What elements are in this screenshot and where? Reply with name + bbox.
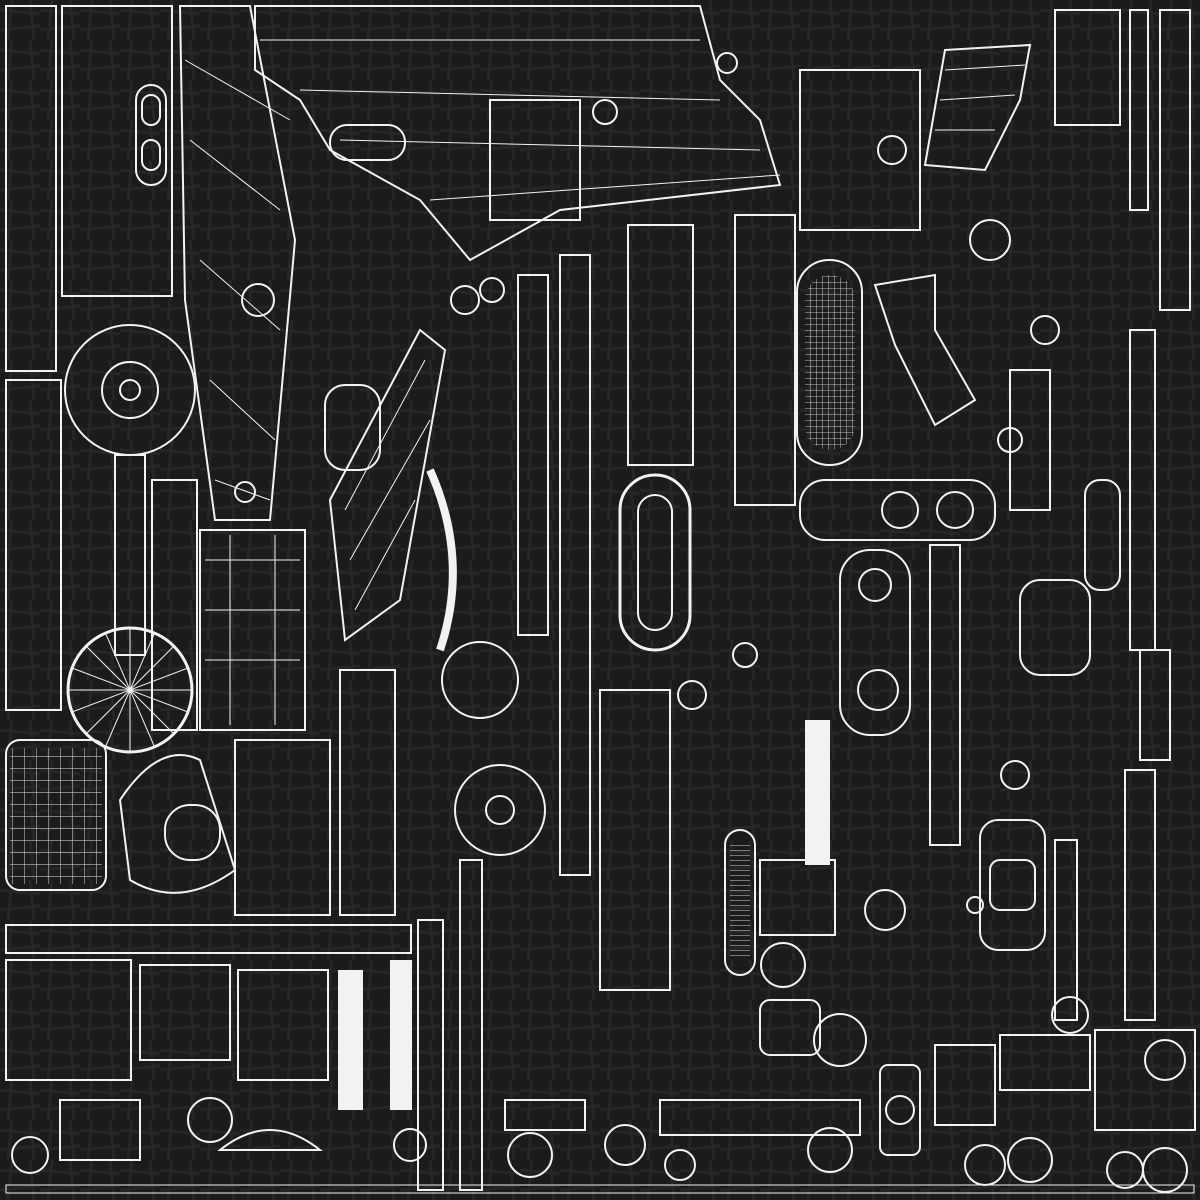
bolt-cover-island [324, 384, 381, 471]
long-bar-island [5, 924, 412, 954]
dense-panel-island [237, 969, 329, 1081]
tall-vent-island [5, 379, 62, 711]
capsule-wire [730, 845, 750, 960]
rib-panel-island [489, 99, 581, 221]
thin-rail-island [1054, 839, 1078, 1021]
receiver-edges [260, 39, 781, 201]
cap-island [879, 1064, 921, 1156]
gear-island [454, 764, 546, 856]
grip-edges [935, 64, 1026, 131]
trigger-plate-island [234, 739, 331, 916]
slot-island [135, 84, 167, 186]
pistol-grip-island [923, 43, 1032, 172]
vertical-rail-island [929, 544, 961, 846]
gear-hub [485, 795, 515, 825]
guard-loop [164, 804, 221, 861]
bottom-bar-island [659, 1099, 861, 1136]
grip-slot-island [329, 124, 406, 161]
scattered-detail-holes [241, 52, 1089, 1034]
vertical-rail-island [417, 919, 444, 1191]
trigger-guard-island [799, 479, 996, 541]
ring-feature [760, 942, 806, 988]
dense-panel-island [5, 959, 132, 1081]
slot-hole [141, 94, 161, 126]
radial-disc-spokes [68, 628, 192, 752]
ladder-rail-island [459, 859, 483, 1191]
side-panel-island [151, 479, 198, 731]
dense-panel-island [139, 964, 231, 1061]
dense-panel-island [999, 1034, 1091, 1091]
grip-wire-island [873, 273, 977, 427]
block-island [1054, 9, 1121, 126]
slot-hole [141, 139, 161, 171]
solid-bar-island [338, 970, 363, 1110]
long-panel-island [61, 5, 173, 297]
housing-hole [858, 568, 892, 602]
ring-feature [881, 491, 919, 529]
bottom-panel-island [59, 1099, 141, 1161]
scope-body-island [799, 69, 921, 231]
pin-hole [234, 481, 256, 503]
stock-wire-edges [184, 59, 291, 501]
cap-island [1019, 579, 1091, 676]
dome-island [217, 1129, 323, 1151]
bottom-bar-island [504, 1099, 586, 1131]
ring-feature [936, 491, 974, 529]
forend-wire-island [328, 328, 447, 642]
stock-wire-island [178, 5, 297, 521]
pale-mesh-island [5, 739, 107, 891]
loop-grip-hole [637, 494, 673, 631]
butt-pad-wire [805, 275, 855, 450]
magazine-panel-island [734, 214, 796, 506]
ladder-rail-island [517, 274, 549, 636]
butt-pad-island [796, 259, 863, 466]
thin-rail-island [1129, 9, 1149, 211]
block-island [759, 999, 821, 1056]
trigger-housing-island [839, 549, 911, 736]
body-wire-island [199, 529, 306, 731]
shroud-island [627, 224, 694, 466]
small-panel-island [1009, 369, 1051, 511]
bracket-window [989, 859, 1036, 911]
loop-grip-island [618, 473, 692, 652]
lower-rail-island [339, 669, 396, 916]
dense-panel-island [1094, 1029, 1196, 1131]
solid-bar-island [805, 720, 830, 865]
housing-hole [857, 669, 899, 711]
right-rail-island [1124, 769, 1156, 1021]
solid-bar-island [390, 960, 412, 1110]
barrel-rail-island [559, 254, 591, 876]
gear-island [441, 641, 519, 719]
pale-mesh-wire [10, 748, 102, 884]
disc-island [813, 1013, 867, 1067]
wheel-axle [119, 379, 141, 401]
wheel-hub-inner [101, 361, 159, 419]
small-panel-island [1139, 649, 1171, 761]
ladder-strip-island [5, 5, 57, 372]
capsule-island [724, 829, 756, 976]
square-panel-island [759, 859, 836, 936]
right-rail-island [1159, 9, 1191, 311]
receiver-wire-island [254, 5, 782, 262]
vent-panel-island [934, 1044, 996, 1126]
forend-edges [344, 359, 431, 611]
bracket-island [979, 819, 1046, 951]
arc-strip-island [426, 468, 457, 652]
side-slot-island [1084, 479, 1121, 591]
ring-feature [885, 1095, 915, 1125]
bottom-edge-strip [5, 1184, 1195, 1194]
body-edges [205, 535, 300, 725]
screw-head [877, 135, 907, 165]
receiver-lower-island [599, 689, 671, 991]
